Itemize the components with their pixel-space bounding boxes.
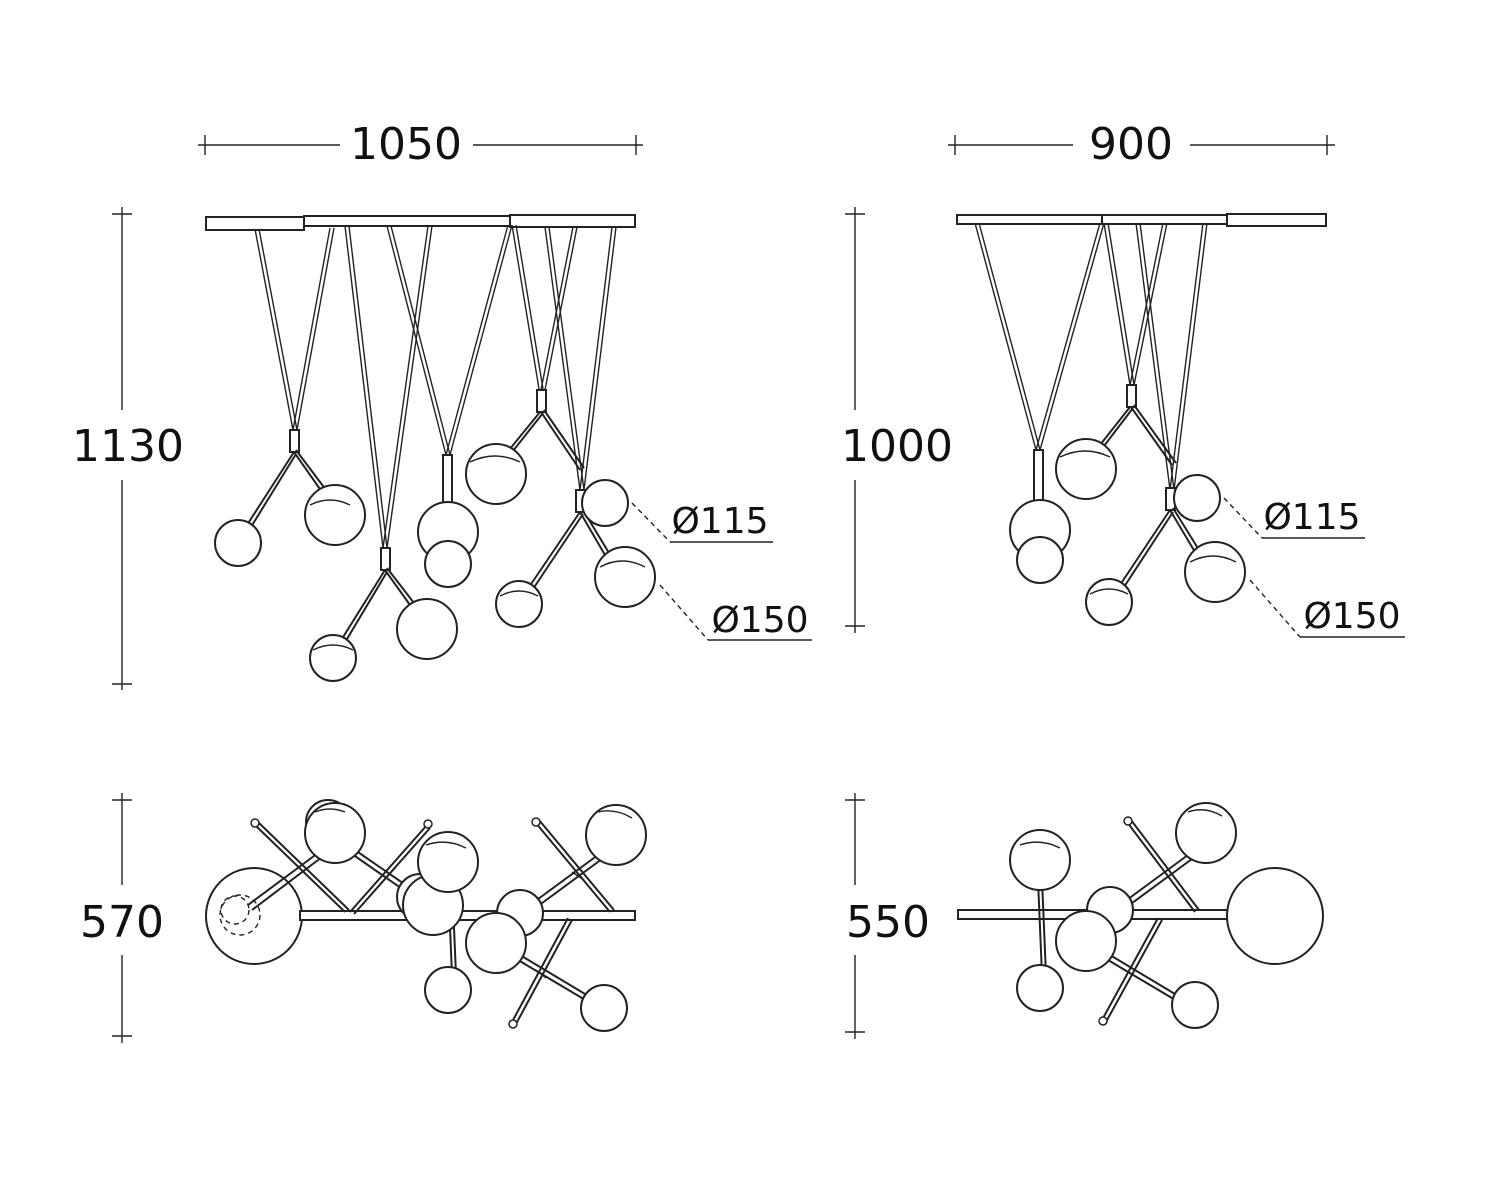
small-arms xyxy=(1033,384,1200,588)
globe xyxy=(495,580,543,628)
small-diameter-150-label: Ø150 xyxy=(1303,596,1400,637)
small-top-view xyxy=(957,802,1324,1029)
dimension-small-depth: 550 xyxy=(845,793,930,1039)
large-leader-115 xyxy=(631,502,671,543)
globe xyxy=(1009,829,1071,891)
small-top-globes xyxy=(1009,802,1237,1029)
globe xyxy=(1055,910,1117,972)
globe xyxy=(465,443,527,505)
globe xyxy=(1055,438,1117,500)
dimension-large-width: 1050 xyxy=(198,119,643,170)
globe xyxy=(304,484,366,546)
large-height-label: 1130 xyxy=(72,421,184,472)
large-arms xyxy=(246,389,610,645)
globe xyxy=(1016,536,1064,584)
dimension-small-width: 900 xyxy=(948,119,1335,170)
dimension-large-depth: 570 xyxy=(80,793,164,1043)
small-height-label: 1000 xyxy=(841,421,953,472)
large-top-bar xyxy=(299,910,636,921)
globe xyxy=(1171,981,1219,1029)
large-diameter-115-label: Ø115 xyxy=(671,501,768,542)
globe xyxy=(1016,964,1064,1012)
large-canopy-left xyxy=(205,216,305,231)
small-canopy-middle xyxy=(1101,214,1228,225)
globe xyxy=(1173,474,1221,522)
globe xyxy=(465,912,527,974)
globe xyxy=(594,546,656,608)
large-width-label: 1050 xyxy=(350,119,462,170)
large-top-rods xyxy=(247,817,615,1029)
globe xyxy=(214,519,262,567)
small-canopy-right xyxy=(1226,213,1327,227)
small-diameter-115-label: Ø115 xyxy=(1263,497,1360,538)
large-suspension-wires xyxy=(254,224,617,549)
small-depth-label: 550 xyxy=(846,897,930,948)
globe xyxy=(585,804,647,866)
small-canopy-left xyxy=(956,214,1103,225)
large-diameter-150-label: Ø150 xyxy=(711,600,808,641)
large-leader-150 xyxy=(659,584,709,641)
large-depth-label: 570 xyxy=(80,897,164,948)
small-suspension-wires xyxy=(974,222,1208,491)
dimension-small-height: 1000 xyxy=(841,207,953,633)
small-width-label: 900 xyxy=(1089,119,1173,170)
large-top-globes xyxy=(304,799,647,1032)
small-front-view: Ø115 Ø150 xyxy=(956,213,1405,638)
globe xyxy=(1085,578,1133,626)
large-canopy-right xyxy=(509,214,636,228)
globe xyxy=(1175,802,1237,864)
large-canopy-middle xyxy=(303,215,511,227)
globe xyxy=(304,802,366,864)
dimension-large-height: 1130 xyxy=(72,207,184,690)
small-globes xyxy=(1009,438,1246,626)
large-globes xyxy=(214,443,656,682)
globe xyxy=(424,966,472,1014)
small-top-rods xyxy=(1037,816,1200,1026)
globe xyxy=(417,831,479,893)
small-leader-150 xyxy=(1249,579,1301,638)
globe xyxy=(424,540,472,588)
globe xyxy=(1184,541,1246,603)
globe xyxy=(309,634,357,682)
small-leader-115 xyxy=(1223,497,1263,539)
globe xyxy=(580,984,628,1032)
globe xyxy=(581,479,629,527)
globe xyxy=(396,598,458,660)
large-top-view xyxy=(205,799,647,1032)
large-front-view: Ø115 Ø150 xyxy=(205,214,812,682)
canopy-globe-top xyxy=(1226,867,1324,965)
